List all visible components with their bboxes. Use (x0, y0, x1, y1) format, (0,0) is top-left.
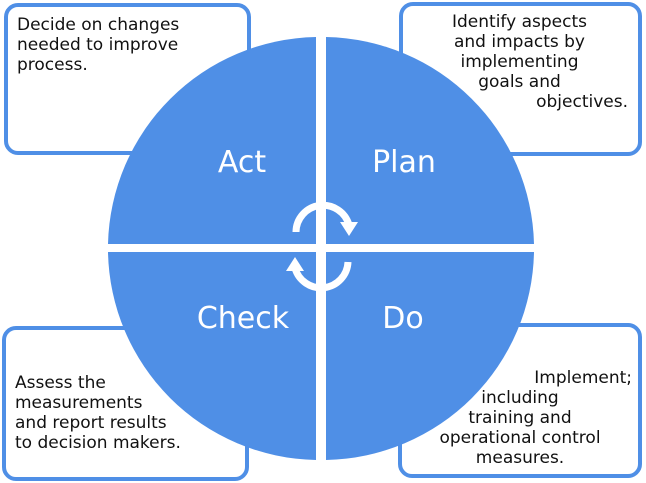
do-label: Do (382, 301, 423, 336)
do-description-line: measures. (475, 448, 565, 468)
act-label: Act (218, 145, 266, 180)
do-description-line: Implement; (534, 368, 632, 388)
plan-label: Plan (372, 145, 436, 180)
act-description-line: needed to improve (17, 35, 179, 55)
plan-description-line: implementing (460, 52, 579, 72)
plan-quadrant (326, 37, 534, 244)
check-quadrant (108, 252, 316, 460)
cycle-quadrants (108, 37, 534, 460)
do-description-line: including (481, 388, 559, 408)
plan-description-line: goals and (478, 72, 561, 92)
check-label: Check (197, 301, 290, 336)
cycle-arrows-icon (286, 201, 358, 292)
act-quadrant (108, 37, 316, 244)
act-description-line: process. (17, 55, 88, 75)
do-description-line: training and (468, 408, 572, 428)
check-description-line: measurements (15, 393, 143, 413)
plan-description-line: Identify aspects (452, 12, 587, 32)
act-description-line: Decide on changes (17, 15, 180, 35)
plan-description-line: objectives. (536, 92, 628, 112)
check-description-line: to decision makers. (15, 433, 181, 453)
check-description-line: and report results (15, 413, 167, 433)
do-quadrant (326, 252, 534, 460)
plan-description-line: and impacts by (453, 32, 585, 52)
do-description-line: operational control (439, 428, 601, 448)
check-description-line: Assess the (15, 373, 106, 393)
